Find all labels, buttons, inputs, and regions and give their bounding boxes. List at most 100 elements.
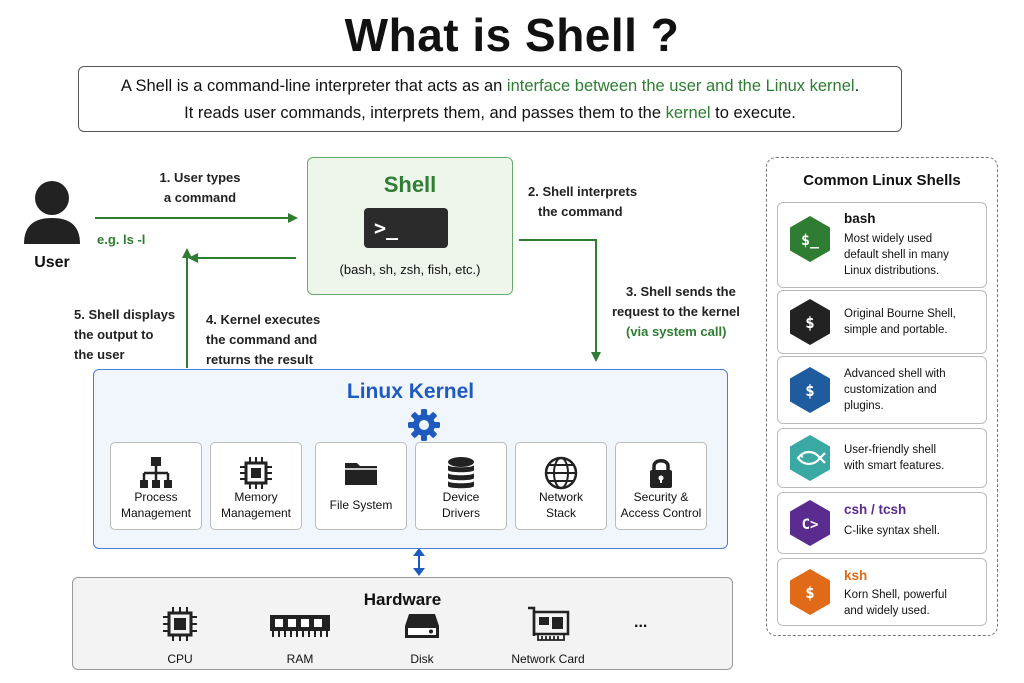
hardware-box: Hardware CPU RAM Disk Network Ca [72,577,733,670]
description-line: User-friendly shell [844,444,937,456]
description-line: Original Bourne Shell, [844,308,956,320]
hardware-disk: Disk [377,600,467,670]
component-label: Stack [545,506,576,520]
step-text: the user [74,347,125,362]
common-shells-panel: Common Linux Shells $_ bash Most widely … [766,157,998,636]
lock-icon [650,459,672,488]
step-text: 4. Kernel executes [206,312,321,327]
description-line: Linux distributions. [844,265,940,277]
shell-name: ksh [844,568,868,583]
component-label: Management [220,506,292,520]
hardware-network-card: Network Card [503,600,593,670]
shell-description: Original Bourne Shell, simple and portabl… [844,306,982,338]
definition-text: It reads user commands, interprets them,… [184,104,666,122]
svg-text:$: $ [805,583,815,602]
step-text: the command [538,204,623,219]
shell-description: User-friendly shell with smart features. [844,442,982,474]
description-line: Most widely used [844,233,933,245]
step-text: the output to [74,327,154,342]
user-label: User [34,254,70,271]
shell-card-ksh: $ ksh Korn Shell, powerful and widely use… [777,558,987,626]
hardware-label: RAM [286,652,314,666]
folder-icon [345,463,377,485]
component-label: Drivers [442,506,480,520]
component-label: Process [134,490,178,504]
step-text: a command [163,190,237,205]
hardware-title: Hardware [363,590,442,609]
svg-text:$_: $_ [801,231,820,249]
step-5-label: 5. Shell displays the output to the user [74,305,175,365]
description-line: with smart features. [844,460,945,472]
definition-text: A Shell is a command-line interpreter th… [120,77,507,95]
database-icon [448,457,474,489]
step-text: 5. Shell displays [74,307,176,322]
hardware-label: Disk [410,652,434,666]
hardware-ram: RAM [255,600,345,670]
shell-card-sh: $ Original Bourne Shell, simple and porta… [777,290,987,354]
process-tree-icon [140,457,172,488]
sh-icon: $ [790,299,830,345]
step-2-label: 2. Shell interprets the command [528,182,637,222]
csh-icon: C> [790,500,830,546]
gear-icon [408,409,440,441]
bash-icon: $_ [790,216,830,262]
fish-icon [790,435,830,481]
shell-title: Shell [383,172,437,197]
shell-card-csh: C> csh / tcsh C-like syntax shell. [777,492,987,554]
shell-name: bash [844,211,876,226]
description-line: plugins. [844,400,884,412]
system-call-note: (via system call) [626,324,727,339]
svg-text:$: $ [805,381,815,400]
shell-examples: (bash, sh, zsh, fish, etc.) [339,262,481,277]
description-line: and widely used. [844,605,930,617]
description-line: default shell in many [844,249,949,261]
component-label: Security & [633,490,689,504]
kernel-security-access-control: Security & Access Control [615,442,707,530]
component-label: Memory [234,490,278,504]
shell-card-bash: $_ bash Most widely used default shell in… [777,202,987,288]
page-title: What is Shell ? [344,9,680,61]
description-line: simple and portable. [844,324,948,336]
step-text: 3. Shell sends the [626,284,736,299]
ksh-icon: $ [790,569,830,615]
terminal-icon: >_ [364,208,448,248]
step-text: 2. Shell interprets [528,184,638,199]
step-1-label: 1. User types a command [150,168,250,208]
shell-name: csh / tcsh [844,502,907,517]
step-text: request to the kernel [612,304,740,319]
step-text: 1. User types [159,170,241,185]
arrow-shell-to-kernel [519,239,601,362]
step-text: the command and [206,332,318,347]
component-label: File System [329,498,393,512]
hardware-label: Network Card [511,652,585,666]
description-line: C-like syntax shell. [844,525,940,537]
svg-text:$: $ [805,313,815,332]
definition-highlight: kernel [665,104,711,122]
cpu-icon [163,607,197,641]
network-card-icon [528,606,570,641]
hardware-more: ... [634,614,648,631]
component-label: Management [120,506,192,520]
user-icon [24,181,80,244]
kernel-title: Linux Kernel [346,380,475,403]
description-line: customization and [844,384,937,396]
hardware-label: CPU [167,652,193,666]
component-label: Device [442,490,480,504]
kernel-file-system: File System [315,442,407,530]
component-label: Access Control [620,506,702,520]
command-example: e.g. ls -l [97,232,146,247]
description-line: Korn Shell, powerful [844,589,947,601]
svg-text:C>: C> [802,517,819,533]
common-shells-title: Common Linux Shells [803,172,961,189]
shell-definition: A Shell is a command-line interpreter th… [78,66,902,132]
shell-box: Shell >_ (bash, sh, zsh, fish, etc.) [307,157,513,295]
